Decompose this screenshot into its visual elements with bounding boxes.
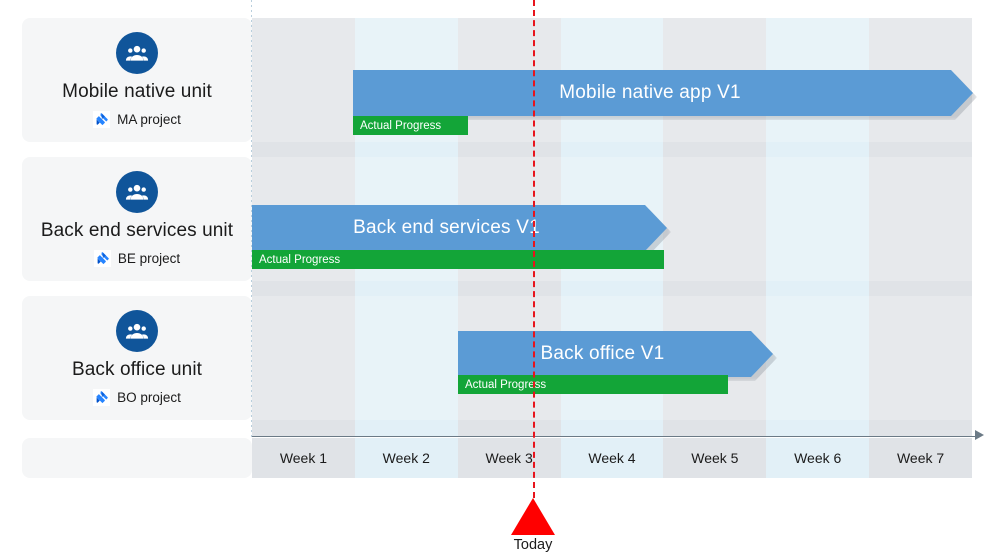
project-label: BO project	[117, 390, 181, 406]
progress-bar-mobile-native-app-v1[interactable]: Actual Progress	[353, 116, 468, 135]
team-group-icon	[116, 170, 158, 213]
bar-label: Back office V1	[540, 343, 665, 364]
chart-left-boundary	[251, 0, 252, 440]
unit-card-mobile-native[interactable]: Mobile native unit MA project	[22, 18, 252, 142]
today-line	[533, 0, 535, 498]
jira-icon	[93, 389, 111, 407]
team-group-icon	[116, 309, 158, 352]
unit-name: Back office unit	[71, 358, 203, 380]
unit-name: Mobile native unit	[62, 80, 212, 102]
project-label: BE project	[117, 251, 181, 267]
week-tick-label: Week 1	[252, 438, 355, 478]
jira-icon	[93, 111, 111, 129]
triangle-up-icon	[511, 498, 555, 535]
unit-card-back-office[interactable]: Back office unit BO project	[22, 296, 252, 420]
unit-name: Back end services unit	[40, 219, 234, 241]
bar-label: Back end services V1	[353, 217, 540, 238]
progress-bar-back-end-services-v1[interactable]: Actual Progress	[252, 250, 664, 269]
timeline-axis	[252, 436, 977, 437]
axis-row-spacer	[22, 438, 252, 478]
project-row[interactable]: MA project	[93, 111, 181, 129]
team-group-icon	[116, 31, 158, 74]
progress-label: Actual Progress	[360, 119, 442, 132]
progress-bar-back-office-v1[interactable]: Actual Progress	[458, 375, 728, 394]
task-bar-mobile-native-app-v1[interactable]: Mobile native app V1	[353, 70, 973, 116]
week-tick-label: Week 7	[869, 438, 972, 478]
week-tick-label: Week 5	[663, 438, 767, 478]
today-label: Today	[513, 537, 553, 553]
project-label: MA project	[117, 112, 181, 128]
week-tick-label: Week 3	[457, 438, 561, 478]
week-tick-label: Week 4	[560, 438, 664, 478]
bar-label: Mobile native app V1	[559, 82, 741, 103]
bar-body[interactable]: Back office V1	[458, 331, 773, 377]
task-bar-back-end-services-v1[interactable]: Back end services V1	[252, 205, 667, 251]
bar-body[interactable]: Mobile native app V1	[353, 70, 973, 116]
progress-label: Actual Progress	[259, 253, 341, 266]
week-tick-label: Week 2	[354, 438, 458, 478]
week-tick-label: Week 6	[766, 438, 870, 478]
progress-label: Actual Progress	[465, 378, 547, 391]
project-row[interactable]: BO project	[93, 389, 181, 407]
project-row[interactable]: BE project	[93, 250, 181, 268]
task-bar-back-office-v1[interactable]: Back office V1	[458, 331, 773, 377]
unit-card-back-end-services[interactable]: Back end services unit BE project	[22, 157, 252, 281]
bar-body[interactable]: Back end services V1	[252, 205, 667, 251]
jira-icon	[93, 250, 111, 268]
axis-arrow-icon	[975, 430, 984, 440]
